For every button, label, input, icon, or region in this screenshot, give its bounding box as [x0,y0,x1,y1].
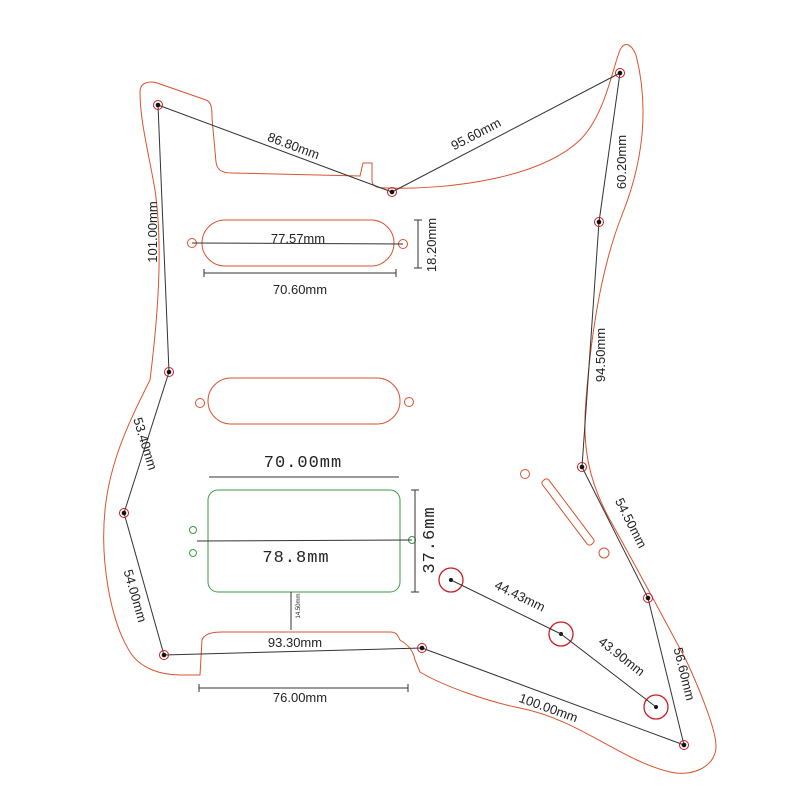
dim-label-14-50: 14.50mm [296,593,302,618]
dim-label-43-90: 43.90mm [596,634,648,679]
dim-line-2 [391,72,621,193]
dim-line-18 [560,633,657,708]
dim-line-9 [123,371,170,514]
humbucker-mount-2 [189,549,197,557]
screw-holes [119,68,689,750]
dim-line-17 [450,579,562,635]
switch-mount-top [520,469,530,479]
dim-label-56-60: 56.60mm [671,646,699,702]
dim-label-78-8: 78.8mm [262,549,329,568]
dim-label-76-00: 76.00mm [273,690,327,705]
middle-pickup-slot [207,377,401,425]
dim-line-3 [598,72,621,223]
screw-hole [615,68,625,78]
dim-line-1 [157,104,393,193]
screw-hole [387,187,397,197]
dim-label-44-43: 44.43mm [492,577,547,614]
screw-hole [417,643,427,653]
dim-line-19 [581,466,649,599]
dim-line-4 [581,221,600,468]
dim-label-94-50: 94.50mm [593,328,608,382]
dim-label-53-40: 53.40mm [130,416,160,472]
screw-hole [153,100,163,110]
dim-label-77-57: 77.57mm [271,231,325,246]
screw-hole [119,508,129,518]
pickguard-outline [103,44,717,774]
middle-pickup-mount-right [404,397,414,407]
middle-pickup-mount-left [195,398,205,408]
dim-line-5 [157,104,170,373]
dim-label-18-20: 18.20mm [424,218,439,272]
selector-switch-slot [541,478,595,546]
switch-mount-bottom [598,547,610,559]
tone-knob-hole-1 [548,621,574,647]
dim-line-15 [163,647,423,656]
dim-label-86-80: 86.80mm [266,129,322,162]
screw-hole [159,650,169,660]
dim-label-101-00: 101.00mm [145,201,160,262]
screw-hole [164,367,174,377]
dim-line-20 [647,597,685,746]
humbucker-mount-1 [189,526,197,534]
dim-line-21 [421,647,685,746]
dim-label-100-00: 100.00mm [517,690,580,725]
dim-label-70-00: 70.00mm [264,454,342,473]
measurement-lines [123,72,685,746]
dim-label-93-30: 93.30mm [268,635,322,650]
screw-hole [594,217,604,227]
dim-label-95-60: 95.60mm [448,115,503,153]
screw-hole [679,740,689,750]
dim-label-60-20: 60.20mm [614,135,629,189]
tone-knob-hole-2 [643,694,669,720]
dim-line-13 [123,512,165,656]
screw-hole [643,593,653,603]
dim-label-70-60: 70.60mm [273,282,327,297]
dim-label-54-50: 54.50mm [612,495,650,550]
dim-line-12 [196,539,413,542]
dim-label-37-6: 37.6mm [421,506,440,573]
dim-label-54-00: 54.00mm [121,568,150,624]
volume-knob-hole [438,567,464,593]
screw-hole [577,462,587,472]
dim-line-6 [191,242,404,245]
